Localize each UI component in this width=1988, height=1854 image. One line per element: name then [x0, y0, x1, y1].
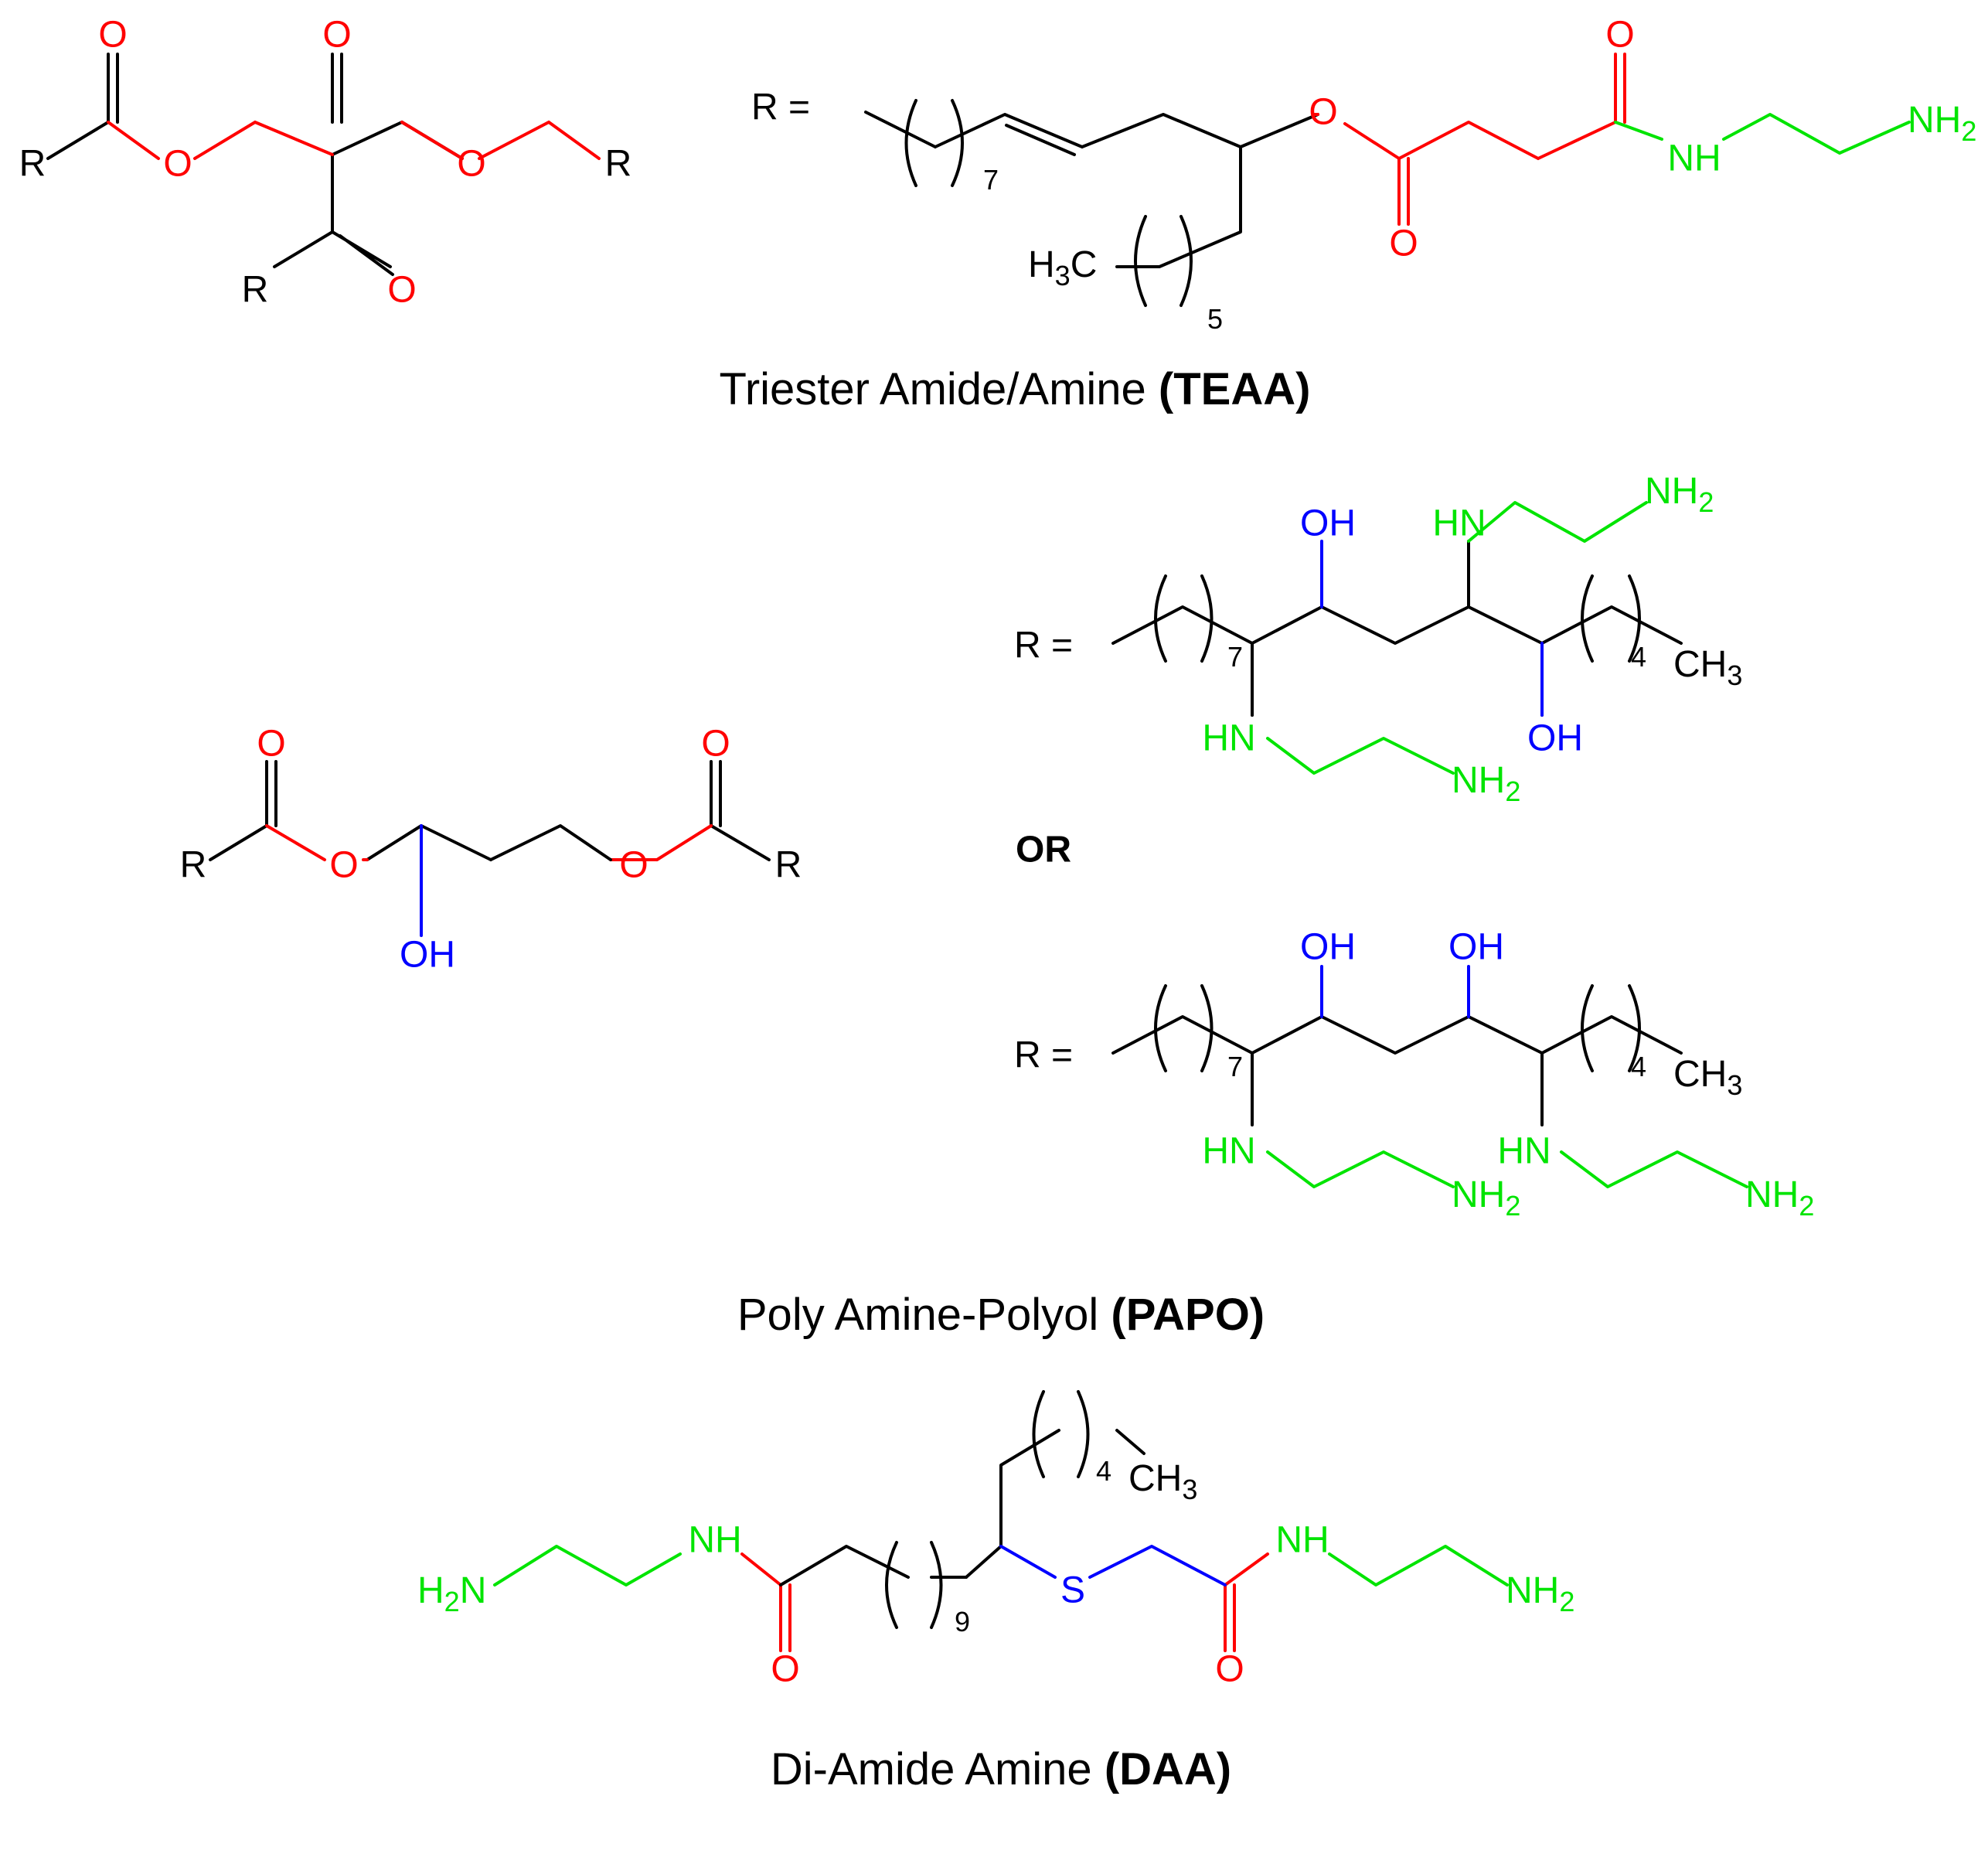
papo-r2-hn-left: HN: [1202, 1131, 1255, 1172]
papo-r2-repeat-4: 4: [1631, 1051, 1646, 1082]
papo-r1-atom-labels: 7 4 CH3 OH OH HN NH2 HN NH2: [1202, 471, 1742, 807]
teaa-core-atom-labels: R O O O O R R O: [19, 15, 632, 311]
daa-repeat-9: 9: [955, 1606, 970, 1638]
teaa-r-repeat-7: 7: [983, 164, 999, 196]
teaa-core-r-bottom: R: [242, 270, 269, 311]
daa-amide-nh-left: NH: [688, 1520, 741, 1561]
papo-r1-structure: [1111, 501, 1683, 775]
teaa-r-carbonyl-o-upper: O: [1605, 15, 1634, 56]
teaa-r-h3c-label: H3C: [1028, 244, 1097, 291]
papo-r2-oh-left: OH: [1300, 927, 1356, 968]
papo-or-label: OR: [1016, 830, 1071, 871]
papo-r2-repeat-7: 7: [1227, 1051, 1243, 1082]
papo-core-atom-labels: R O O O O R OH: [180, 724, 802, 976]
teaa-r-structure: [864, 53, 1911, 307]
teaa-core-r-left: R: [19, 144, 46, 185]
daa-atom-labels: H2N NH O 9 4 CH3 S O NH NH2: [417, 1455, 1574, 1690]
papo-r1-hn-top: HN: [1432, 503, 1486, 544]
papo-r2-structure: [1111, 965, 1748, 1188]
papo-core-ester-o-right: O: [619, 845, 648, 886]
teaa-caption: Triester Amide/Amine (TEAA): [720, 364, 1311, 414]
teaa-r-repeat-5: 5: [1207, 303, 1223, 335]
papo-caption: Poly Amine-Polyol (PAPO): [737, 1290, 1265, 1340]
papo-r2-nh2-right: NH2: [1745, 1174, 1814, 1222]
papo-r2-oh-right: OH: [1448, 927, 1504, 968]
teaa-core-carbonyl-o-left: O: [98, 15, 127, 56]
daa-structure: [493, 1390, 1509, 1652]
teaa-r-carbonyl-o-lower: O: [1389, 223, 1418, 264]
papo-r2-ch3: CH3: [1673, 1054, 1742, 1101]
papo-core-ester-o-left: O: [329, 845, 358, 886]
daa-sulfur: S: [1060, 1570, 1085, 1611]
papo-r2-equals-label: R =: [1014, 1035, 1073, 1076]
teaa-r-equals-label: R =: [751, 87, 810, 128]
papo-core-carbonyl-o-left: O: [257, 724, 285, 765]
teaa-core-structure: [46, 53, 601, 276]
papo-r1-ch3: CH3: [1673, 644, 1742, 691]
teaa-core-ester-o-right: O: [457, 144, 485, 185]
daa-terminal-nh2: NH2: [1506, 1570, 1574, 1617]
papo-r1-repeat-7: 7: [1227, 641, 1243, 673]
papo-r1-oh-bottom: OH: [1527, 718, 1583, 759]
papo-core-oh: OH: [400, 935, 455, 976]
daa-carbonyl-o-right: O: [1215, 1649, 1244, 1690]
daa-carbonyl-o-left: O: [771, 1649, 799, 1690]
teaa-r-terminal-nh2: NH2: [1908, 100, 1976, 147]
teaa-core-ketone-o: O: [387, 270, 416, 311]
teaa-core-r-right: R: [605, 144, 632, 185]
papo-r2-hn-right: HN: [1497, 1131, 1551, 1172]
teaa-r-ester-o: O: [1309, 92, 1337, 133]
papo-r1-repeat-4: 4: [1631, 641, 1646, 673]
teaa-r-amide-nh: NH: [1667, 138, 1721, 179]
daa-caption: Di-Amide Amine (DAA): [771, 1744, 1231, 1794]
teaa-core-carbonyl-o-right: O: [322, 15, 351, 56]
papo-r1-nh2-bottom: NH2: [1452, 760, 1520, 807]
daa-ch3: CH3: [1128, 1458, 1197, 1505]
papo-core-structure: [209, 760, 771, 937]
papo-r2-nh2-left: NH2: [1452, 1174, 1520, 1222]
papo-r2-atom-labels: 7 4 CH3 OH OH HN NH2 HN NH2: [1202, 927, 1814, 1222]
papo-r1-oh-top: OH: [1300, 503, 1356, 544]
daa-repeat-4: 4: [1096, 1455, 1111, 1487]
papo-core-r-right: R: [775, 845, 802, 886]
papo-r1-nh2-top: NH2: [1645, 471, 1714, 518]
papo-r1-equals-label: R =: [1014, 625, 1073, 666]
teaa-core-ester-o-left: O: [163, 144, 192, 185]
papo-core-r-left: R: [180, 845, 207, 886]
teaa-r-atom-labels: 7 5 H3C O O O NH NH2: [983, 15, 1976, 335]
papo-r1-hn-bottom: HN: [1202, 718, 1255, 759]
daa-terminal-h2n: H2N: [417, 1570, 486, 1617]
daa-amide-nh-right: NH: [1275, 1520, 1329, 1561]
papo-core-carbonyl-o-right: O: [701, 724, 730, 765]
